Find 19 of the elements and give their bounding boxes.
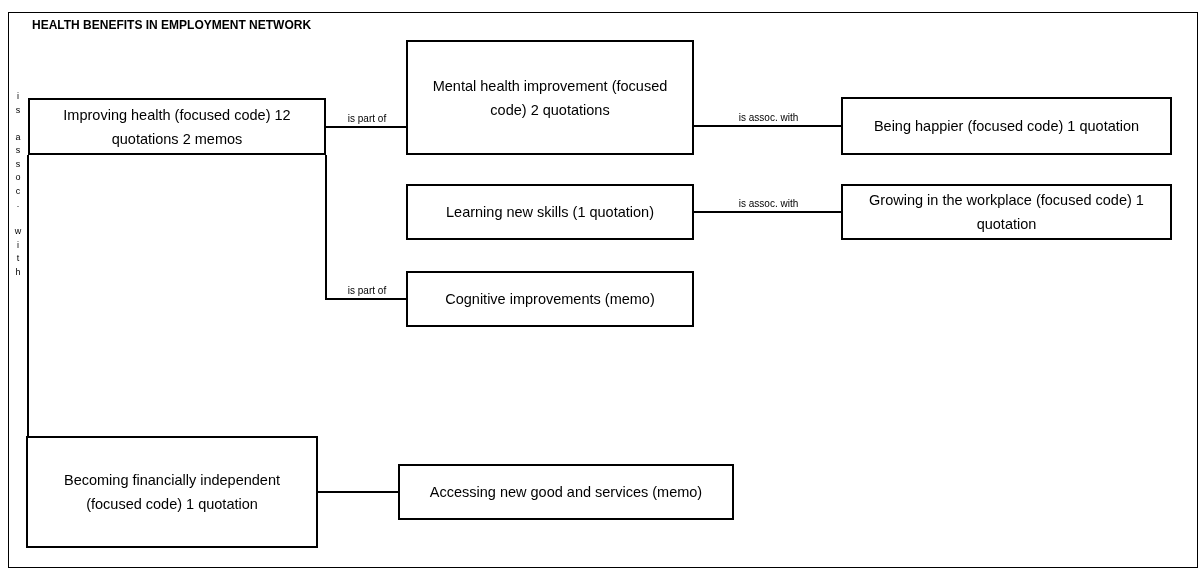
edge-label: is assoc. with: [737, 199, 800, 209]
code-box: Becoming financially independent (focused code) 1 quotation: [26, 436, 318, 548]
code-box: Cognitive improvements (memo): [406, 271, 694, 327]
edge-label: is assoc. with: [737, 113, 800, 123]
connector-line: [325, 154, 407, 300]
code-box: Improving health (focused code) 12 quotations 2 memos: [28, 98, 326, 155]
connector-line: [325, 126, 407, 128]
code-box: Mental health improvement (focused code) 2 quotations: [406, 40, 694, 155]
connector-line: [693, 211, 842, 213]
code-box: Learning new skills (1 quotation): [406, 184, 694, 240]
code-box: Growing in the workplace (focused code) 1 quotation: [841, 184, 1172, 240]
diagram-title: HEALTH BENEFITS IN EMPLOYMENT NETWORK: [32, 19, 312, 31]
edge-label: is part of: [346, 114, 388, 124]
connector-line: [27, 154, 29, 437]
code-box: Accessing new good and services (memo): [398, 464, 734, 520]
code-box: Being happier (focused code) 1 quotation: [841, 97, 1172, 155]
edge-label: is part of: [346, 286, 388, 296]
connector-line: [317, 491, 399, 493]
connector-line: [693, 125, 842, 127]
